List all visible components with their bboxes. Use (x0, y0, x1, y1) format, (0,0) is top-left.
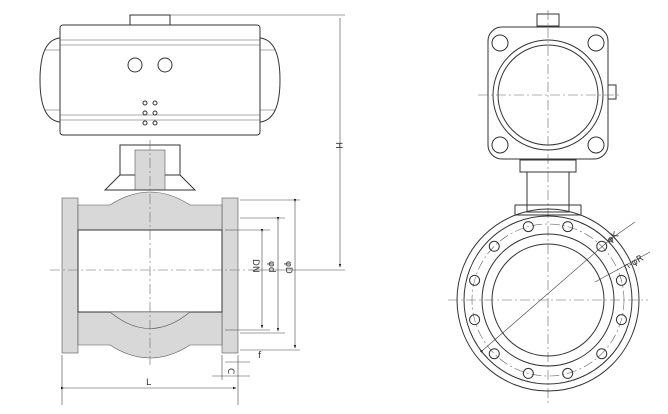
bolt-hole (522, 367, 534, 379)
port-icon (127, 57, 143, 73)
bolt-hole (469, 314, 481, 326)
bolt-hole (615, 274, 627, 286)
dimensions: H DN φd φD f C L (61, 14, 345, 405)
bolt-hole (562, 367, 574, 379)
valve-body (50, 140, 250, 365)
f-label: f (258, 351, 262, 361)
bolt-hole (562, 221, 574, 233)
D-label: φD (283, 261, 293, 274)
bolt-hole (488, 348, 500, 360)
bolt-hole (469, 274, 481, 286)
front-view: H DN φd φD f C L (39, 14, 345, 405)
side-view: φK n-φR (448, 10, 651, 405)
h-label: H (333, 142, 343, 149)
port-icon (157, 57, 173, 73)
dn-label: DN (250, 259, 260, 273)
d-label: φd (266, 261, 276, 273)
actuator (39, 14, 281, 136)
c-label: C (225, 368, 235, 374)
l-label: L (146, 378, 151, 388)
bolt-hole (522, 221, 534, 233)
bolt-hole (615, 314, 627, 326)
